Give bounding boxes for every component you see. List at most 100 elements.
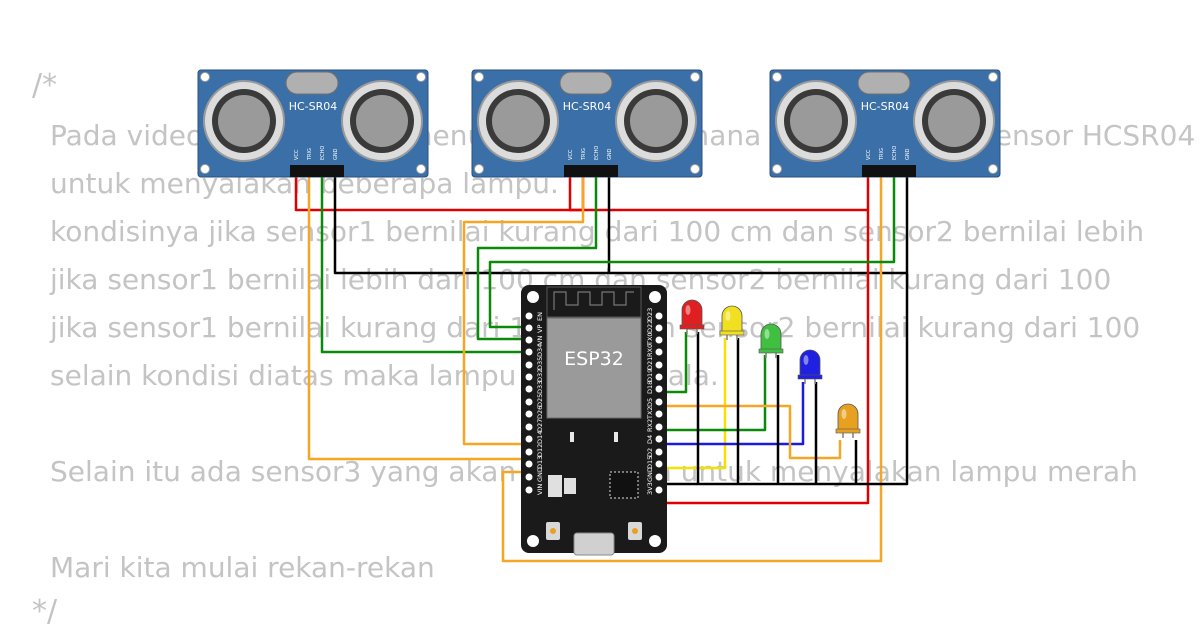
pin-d14: D14 [536,431,544,444]
pin-d18: D18 [646,381,654,394]
wire-s2-gnd[interactable] [607,175,908,275]
pin-gnd-left: GND [536,467,544,482]
led-red[interactable] [679,299,705,334]
pin-d22: D22 [646,320,654,333]
pin-d35: D35 [536,357,544,370]
led-highlight [803,355,809,365]
wire-led-blue[interactable] [660,382,805,446]
pin-label-trig: TRIG [307,148,313,161]
pin-label-echo: ECHO [892,146,898,160]
ultrasonic-sensor-1[interactable]: HC-SR04 VCC TRIG ECHO GND [197,69,429,178]
pin-label-gnd: GND [905,148,911,160]
pin-en: EN [536,312,544,321]
led-legs [726,335,738,340]
wire-s3-vcc[interactable] [660,175,870,505]
pin-d33: D33 [536,381,544,394]
led-body [681,299,703,327]
led-body [799,349,821,377]
comment-line-4: jika sensor1 bernilai lebih dari 100 cm … [50,263,1112,296]
pin-d32: D32 [536,369,544,382]
comment-line-8: Mari kita mulai rekan-rekan [50,551,435,584]
led-yellow[interactable] [719,305,745,340]
pin-label-echo: ECHO [320,146,326,160]
pin-label-gnd: GND [607,148,613,160]
pin-d34: D34 [536,344,544,357]
esp32-right-header [655,312,663,494]
wire-s1-trig[interactable] [307,175,528,461]
wires [294,175,909,563]
led-legs [804,379,816,384]
led-legs [842,433,854,438]
wire-s1-vcc[interactable] [294,175,585,212]
pin-vp: VP [536,325,544,333]
comment-close: */ [32,594,58,629]
led-rim [719,330,745,336]
led-legs [686,329,698,334]
led-rim [797,374,823,380]
comment-open: /* [32,68,58,103]
pin-label-trig: TRIG [879,148,885,161]
pin-3v3: 3V3 [646,482,654,495]
ultrasonic-sensor-2[interactable]: HC-SR04 VCC TRIG ECHO GND [471,69,703,178]
esp32-board[interactable]: ESP32 EN VP VN D34 D35 D32 D33 D25 D26 D… [521,285,667,556]
wire-led-red[interactable] [660,332,688,394]
pin-d23: D23 [646,308,654,321]
wire-led-orange[interactable] [660,404,842,460]
ultrasonic-sensor-3[interactable]: HC-SR04 VCC TRIG ECHO GND [769,69,1001,178]
pin-d12: D12 [536,444,544,457]
wire-s3-echo[interactable] [488,175,896,329]
esp32-left-header [525,312,533,494]
pin-vin: VIN [536,484,544,495]
wire-s3-gnd[interactable] [660,175,909,486]
pin-label-vcc: VCC [866,149,872,160]
pin-label-vcc: VCC [568,149,574,160]
led-green[interactable] [758,323,784,358]
pin-vn: VN [536,336,544,345]
pin-d19: D19 [646,369,654,382]
pin-gnd-right: GND [646,467,654,482]
pin-d15: D15 [646,456,654,469]
wire-led-yellow[interactable] [660,338,727,470]
wire-s1-echo[interactable] [320,175,528,354]
pin-d13: D13 [536,456,544,469]
pin-label-gnd: GND [333,148,339,160]
pin-d2: D2 [646,448,654,457]
wire-s1-gnd[interactable] [333,175,608,275]
esp32-left-pins: EN VP VN D34 D35 D32 D33 D25 D26 D27 D14… [536,312,544,495]
led-orange[interactable] [835,403,861,438]
pin-label-echo: ECHO [594,146,600,160]
esp32-chip-label: ESP32 [564,348,624,370]
sensor-model-label: HC-SR04 [563,100,612,113]
pin-d5: D5 [646,398,654,407]
led-highlight [685,305,691,315]
wire-led-green[interactable] [660,355,767,432]
pin-label-trig: TRIG [581,148,587,161]
pin-d21: D21 [646,357,654,370]
sensor-model-label: HC-SR04 [289,100,338,113]
led-highlight [725,311,731,321]
pin-rx0: RX0 [646,344,654,357]
pin-label-vcc: VCC [294,149,300,160]
led-rim [835,428,861,434]
sensor-model-label: HC-SR04 [861,100,910,113]
leds [679,299,861,438]
led-legs [765,353,777,358]
led-body [721,305,743,333]
led-rim [679,324,705,330]
pin-tx0: TX0 [646,332,654,346]
wire-s2-vcc[interactable] [568,175,868,212]
esp32-right-pins: D23 D22 TX0 RX0 D21 D19 D18 D5 TX2 RX2 D… [646,308,654,495]
led-highlight [841,409,847,419]
led-body [837,403,859,431]
led-highlight [764,329,770,339]
led-blue[interactable] [797,349,823,384]
pin-d4: D4 [646,435,654,444]
wire-s2-trig[interactable] [462,175,585,446]
wire-s3-trig[interactable] [501,175,883,563]
led-body [760,323,782,351]
led-rim [758,348,784,354]
pin-rx2: RX2 [646,419,654,432]
pin-d27: D27 [536,419,544,432]
wire-s2-echo[interactable] [476,175,598,341]
